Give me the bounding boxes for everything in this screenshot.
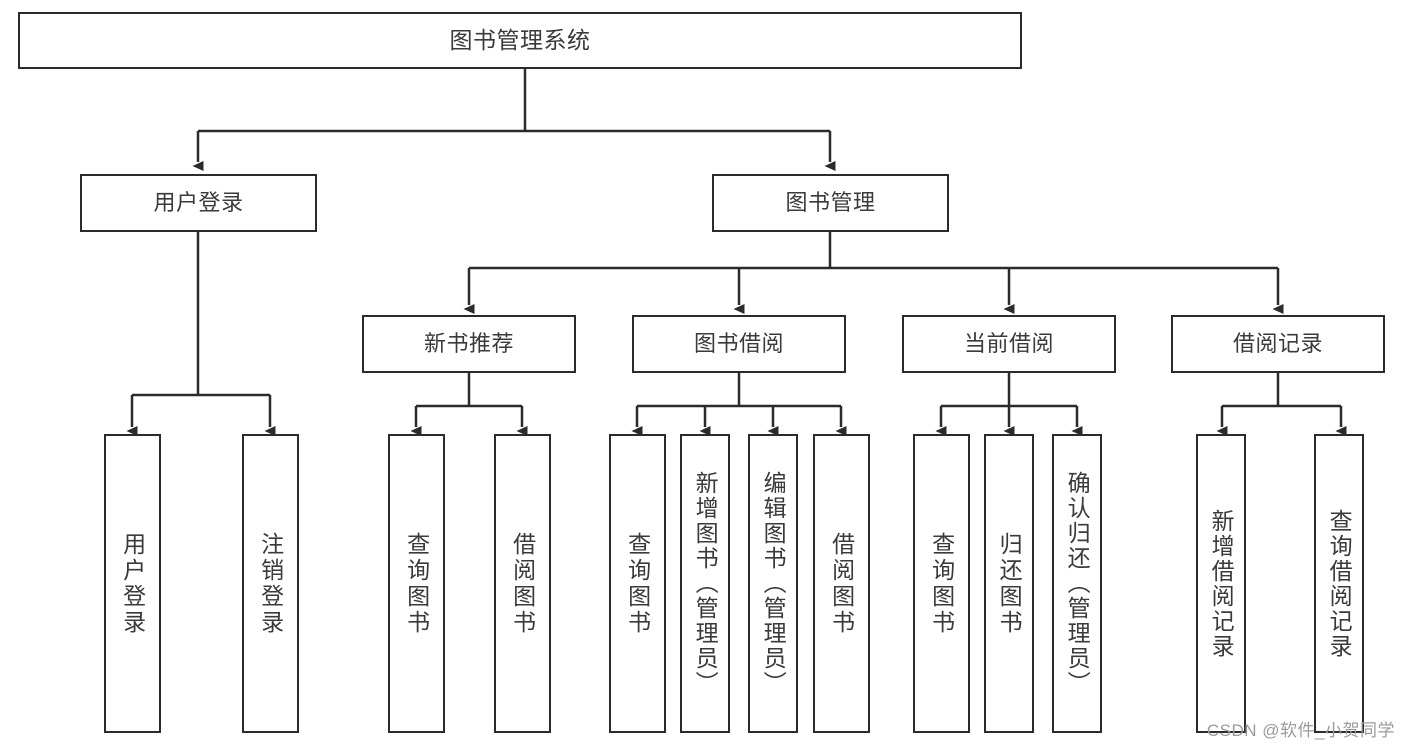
node-leaf-user-login[interactable]: 用户登录 xyxy=(104,434,161,733)
node-label: 借阅记录 xyxy=(1232,330,1323,356)
node-label: 编辑图书（管理员） xyxy=(760,471,787,696)
node-label: 当前借阅 xyxy=(963,330,1054,356)
node-leaf-query-record[interactable]: 查询借阅记录 xyxy=(1314,434,1364,733)
node-leaf-confirm-return[interactable]: 确认归还（管理员） xyxy=(1052,434,1102,733)
node-book-borrow[interactable]: 图书借阅 xyxy=(632,315,846,373)
node-label: 查询图书 xyxy=(403,531,430,636)
node-leaf-return-book[interactable]: 归还图书 xyxy=(984,434,1034,733)
node-leaf-query-book-3[interactable]: 查询图书 xyxy=(913,434,970,733)
csdn-watermark: CSDN @软件_小贺同学 xyxy=(1206,721,1395,740)
node-current-borrow[interactable]: 当前借阅 xyxy=(902,315,1116,373)
node-label: 新书推荐 xyxy=(423,330,514,356)
node-label: 查询图书 xyxy=(624,531,651,636)
node-label: 新增借阅记录 xyxy=(1208,508,1235,659)
node-leaf-add-book[interactable]: 新增图书（管理员） xyxy=(680,434,730,733)
node-leaf-query-book-1[interactable]: 查询图书 xyxy=(388,434,445,733)
node-leaf-borrow-book-1[interactable]: 借阅图书 xyxy=(494,434,551,733)
node-leaf-edit-book[interactable]: 编辑图书（管理员） xyxy=(748,434,798,733)
node-label: 借阅图书 xyxy=(828,531,855,636)
node-label: 查询图书 xyxy=(928,531,955,636)
node-leaf-add-record[interactable]: 新增借阅记录 xyxy=(1196,434,1246,733)
node-label: 借阅图书 xyxy=(509,531,536,636)
node-book-manage[interactable]: 图书管理 xyxy=(712,174,949,232)
node-label: 归还图书 xyxy=(996,531,1023,636)
node-label: 用户登录 xyxy=(119,531,146,636)
node-label: 注销登录 xyxy=(257,531,284,636)
node-new-book-recommend[interactable]: 新书推荐 xyxy=(362,315,576,373)
node-leaf-borrow-book-2[interactable]: 借阅图书 xyxy=(813,434,870,733)
node-leaf-logout-login[interactable]: 注销登录 xyxy=(242,434,299,733)
node-user-login[interactable]: 用户登录 xyxy=(80,174,317,232)
node-borrow-record[interactable]: 借阅记录 xyxy=(1171,315,1385,373)
node-root-system[interactable]: 图书管理系统 xyxy=(18,12,1022,69)
node-label: 查询借阅记录 xyxy=(1326,508,1353,659)
node-label: 图书管理系统 xyxy=(449,27,591,54)
node-label: 确认归还（管理员） xyxy=(1064,471,1091,696)
node-label: 图书管理 xyxy=(785,189,876,215)
node-label: 图书借阅 xyxy=(693,330,784,356)
node-leaf-query-book-2[interactable]: 查询图书 xyxy=(609,434,666,733)
node-label: 新增图书（管理员） xyxy=(692,471,719,696)
node-label: 用户登录 xyxy=(153,189,244,215)
